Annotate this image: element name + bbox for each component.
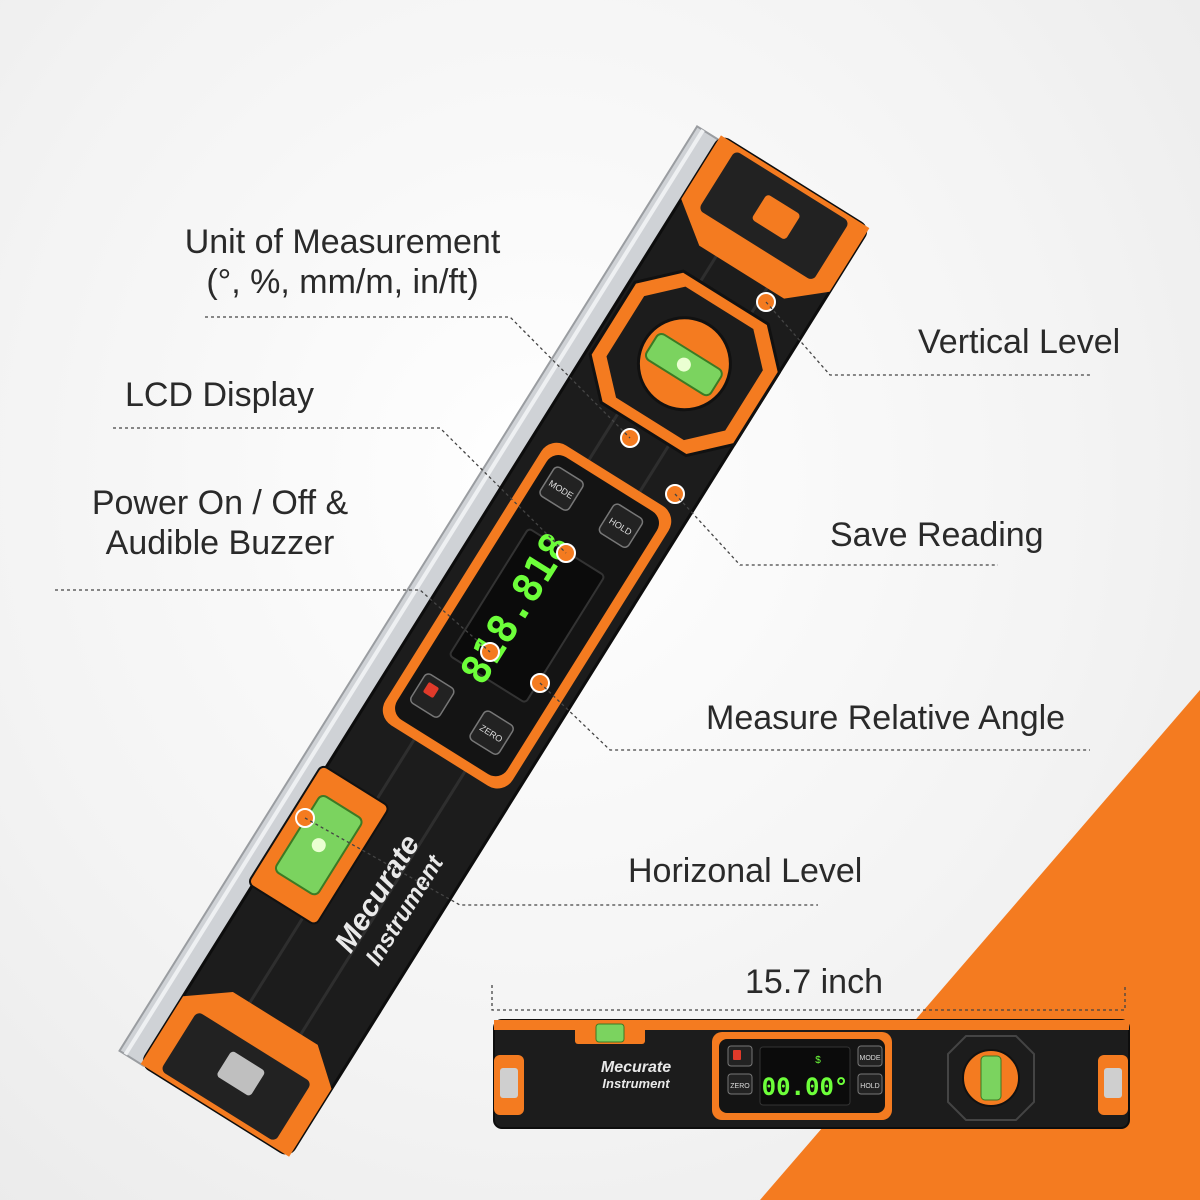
small-lcd-unit: $ <box>815 1055 821 1066</box>
small-brand-name: Mecurate <box>601 1059 671 1076</box>
callout-unit-line2: (°, %, mm/m, in/ft) <box>206 263 479 301</box>
digital-level-tool: 818.818 MODE HOLD ZERO <box>118 125 870 1157</box>
level-top-view: Mecurate Instrument $ 00.00° ZERO MODE H… <box>493 1019 1130 1129</box>
display-module: 818.818 MODE HOLD ZERO <box>382 442 672 789</box>
callout-save-reading: Save Reading <box>830 516 1044 554</box>
device-text-label: MODE <box>860 1055 881 1062</box>
callout-horizontal-level: Horizonal Level <box>628 852 863 890</box>
device-text-label: ZERO <box>730 1083 750 1090</box>
small-brand-subtitle: Instrument <box>602 1076 670 1091</box>
small-lcd-reading: 00.00° <box>762 1073 849 1101</box>
callout-lcd-display: LCD Display <box>125 376 314 414</box>
vertical-vial <box>588 269 781 458</box>
device-text-label: HOLD <box>860 1083 879 1090</box>
callout-power-line2: Audible Buzzer <box>105 524 335 562</box>
callout-lines <box>55 301 1126 1011</box>
mode-button[interactable]: MODE <box>538 465 585 512</box>
zero-button[interactable]: ZERO <box>468 709 515 756</box>
callout-power: Power On / Off & Audible Buzzer <box>60 483 380 563</box>
callout-power-line1: Power On / Off & <box>91 484 349 522</box>
callout-unit-of-measurement: Unit of Measurement (°, %, mm/m, in/ft) <box>150 222 535 302</box>
horizontal-vial <box>249 765 389 925</box>
hold-button[interactable]: HOLD <box>598 502 645 549</box>
callout-unit-line1: Unit of Measurement <box>184 223 501 261</box>
callout-vertical-level: Vertical Level <box>918 323 1121 361</box>
power-button[interactable] <box>409 672 456 719</box>
dimension-label: 15.7 inch <box>745 963 883 1001</box>
callout-relative-angle: Measure Relative Angle <box>706 699 1066 737</box>
